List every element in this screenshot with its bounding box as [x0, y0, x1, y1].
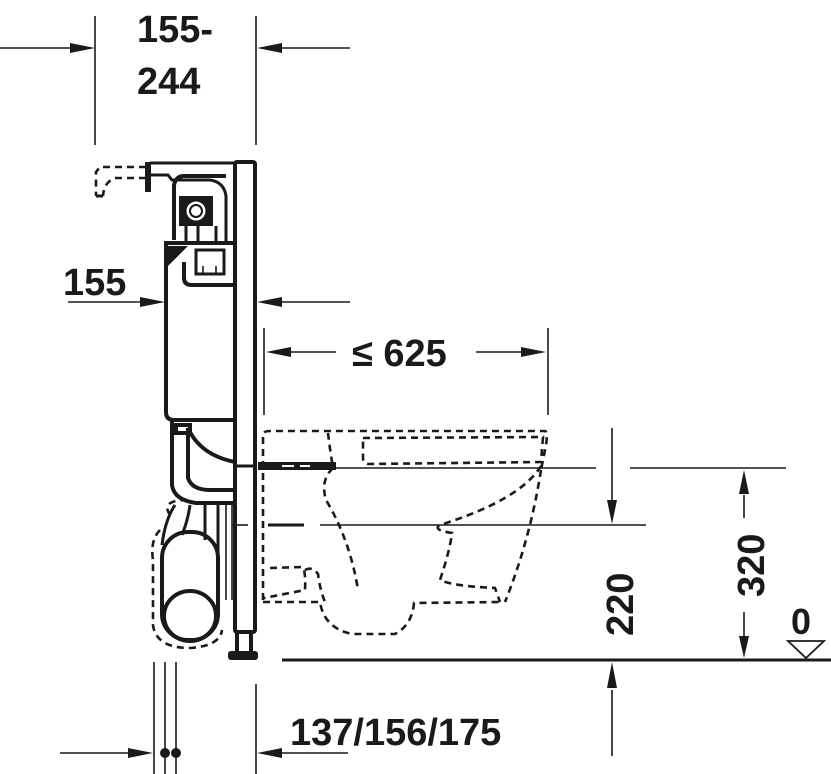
dimension-projection: ≤ 625	[263, 328, 549, 415]
flush-valve	[172, 174, 226, 276]
dimension-label-wall-distance: 137/156/175	[290, 712, 501, 754]
dimension-label-projection: ≤ 625	[352, 333, 447, 375]
drain-pipe	[151, 420, 236, 650]
frame-upright	[228, 160, 258, 660]
floor-level-label: 0	[791, 601, 811, 642]
reference-lines	[232, 467, 831, 662]
dimension-label-frame-depth-1: 155-	[137, 9, 213, 51]
dimension-cistern-depth: 155	[63, 262, 350, 307]
floor-level-marker: 0	[785, 601, 827, 660]
dimension-seat-height: 320	[731, 470, 773, 658]
dimension-label-cistern-depth: 155	[63, 262, 126, 304]
flush-valve-bracket	[94, 161, 236, 243]
dimension-wall-distance: 137/156/175	[60, 662, 501, 774]
dimension-label-outlet-height: 220	[600, 573, 642, 636]
dimension-frame-depth: 155- 244	[0, 9, 350, 145]
toilet-bowl-outline	[258, 429, 549, 636]
dimension-label-seat-height: 320	[731, 534, 773, 597]
dimension-label-frame-depth-2: 244	[137, 61, 200, 103]
dimension-outlet-height: 220	[600, 428, 642, 756]
